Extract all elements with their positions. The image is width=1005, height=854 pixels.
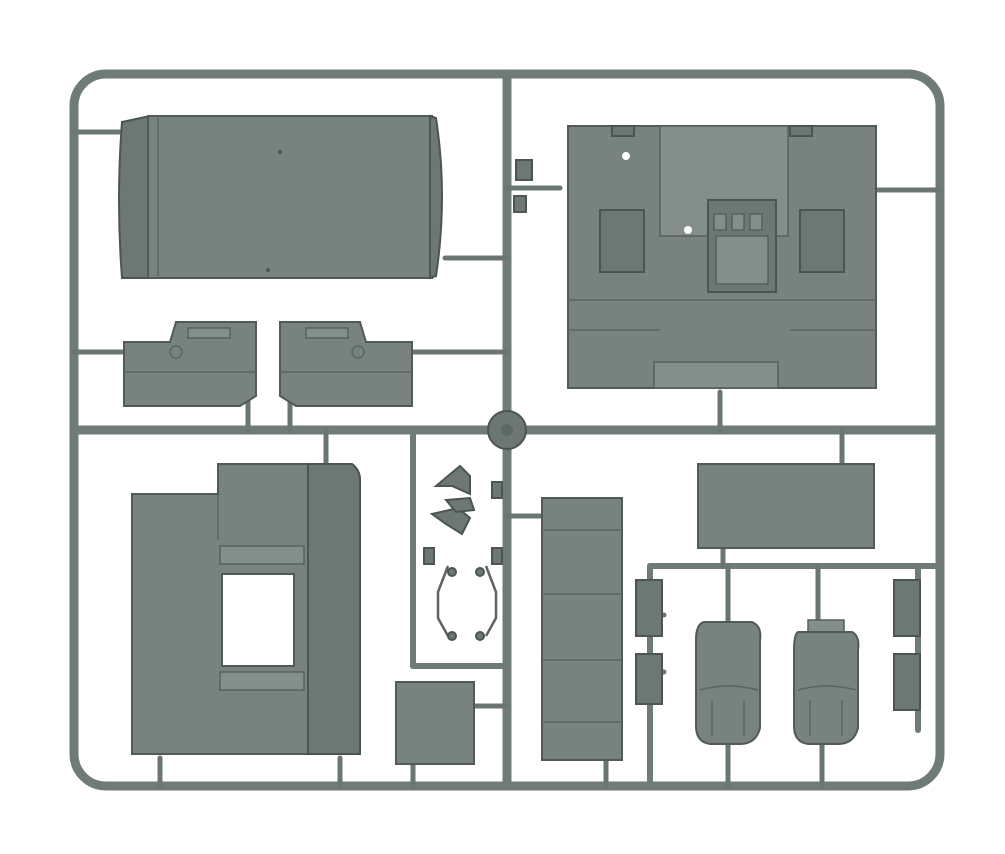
part-side-brackets [635,579,921,711]
part-cabin-floor [567,125,877,389]
part-flat-panel [697,463,875,549]
part-door-panel-left [123,321,257,407]
sprue-frame [69,69,945,791]
part-small-fins [429,464,476,536]
part-rear-wall-panel [118,114,443,280]
part-seat-left [695,621,762,745]
part-side-wall-with-window [131,463,361,755]
part-door-panel-right [279,321,413,407]
part-tall-slatted-panel [541,497,623,761]
part-small-clip [513,159,533,213]
part-small-tabs [423,481,503,565]
part-seat-right [793,619,860,745]
part-wire-frame [436,565,498,641]
part-small-block [395,681,475,765]
